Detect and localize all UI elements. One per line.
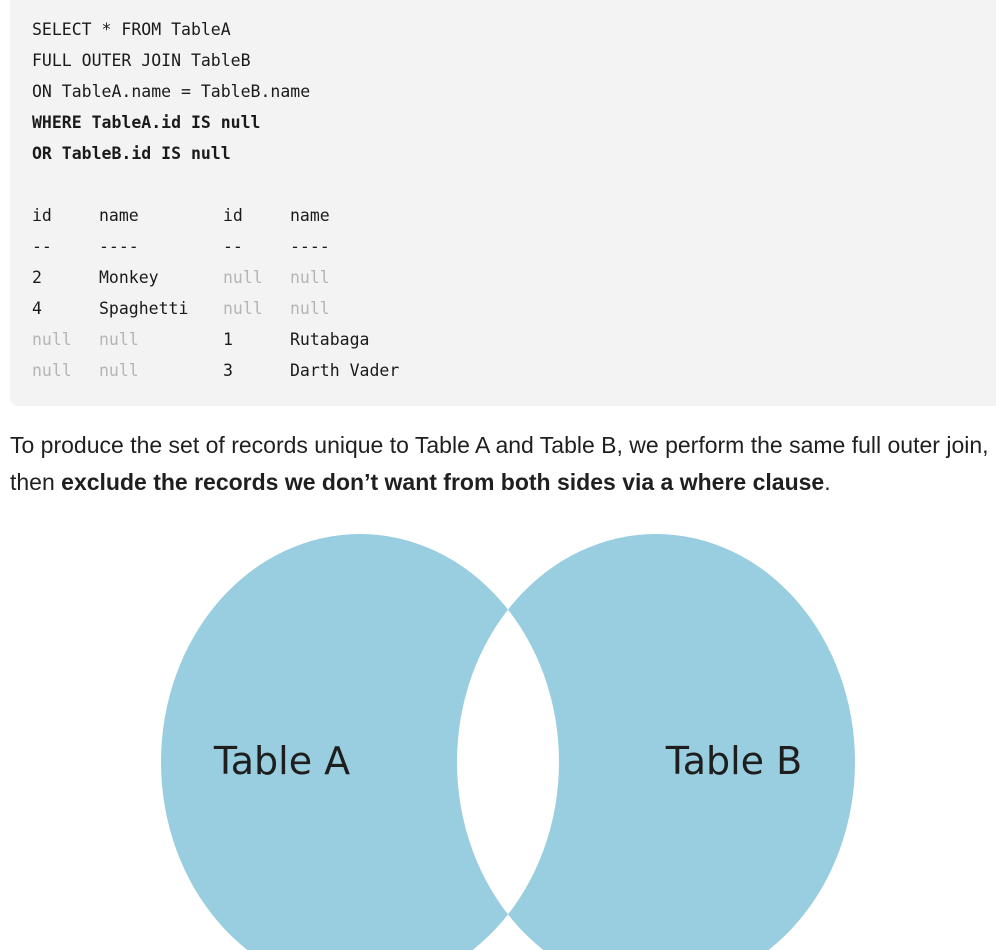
code-line: FULL OUTER JOIN TableB [32, 51, 251, 70]
header-cell: id [32, 206, 52, 225]
separator-cell: ---- [99, 237, 139, 256]
header-cell: name [99, 206, 139, 225]
result-cell: Spaghetti [99, 299, 189, 318]
code-line-or: OR TableB.id IS null [32, 144, 231, 163]
result-header-row: id name id name [32, 200, 996, 231]
code-blank-line [32, 169, 996, 200]
null-cell: null [290, 268, 330, 287]
null-cell: null [32, 361, 72, 380]
code-block: SELECT * FROM TableA FULL OUTER JOIN Tab… [10, 0, 996, 406]
explanation-tail: . [824, 469, 831, 495]
separator-cell: -- [223, 237, 243, 256]
code-line: ON TableA.name = TableB.name [32, 82, 311, 101]
null-cell: null [223, 268, 263, 287]
result-row: 2 Monkey null null [32, 262, 996, 293]
code-line-where: WHERE TableA.id IS null [32, 113, 261, 132]
explanation-lead: To produce the set of records unique to … [10, 432, 989, 495]
result-cell: 1 [223, 330, 233, 349]
explanation-paragraph: To produce the set of records unique to … [10, 427, 990, 501]
separator-cell: ---- [290, 237, 330, 256]
result-cell: 2 [32, 268, 42, 287]
code-line: SELECT * FROM TableA [32, 20, 231, 39]
null-cell: null [99, 361, 139, 380]
null-cell: null [99, 330, 139, 349]
result-cell: Rutabaga [290, 330, 370, 349]
result-cell: 3 [223, 361, 233, 380]
venn-label-b: Table B [665, 739, 802, 783]
header-cell: id [223, 206, 243, 225]
result-cell: 4 [32, 299, 42, 318]
venn-label-a: Table A [213, 739, 350, 783]
header-cell: name [290, 206, 330, 225]
result-separator-row: -- ---- -- ---- [32, 231, 996, 262]
null-cell: null [32, 330, 72, 349]
venn-circle-b [457, 534, 855, 950]
result-row: null null 1 Rutabaga [32, 324, 996, 355]
result-cell: Monkey [99, 268, 159, 287]
result-row: null null 3 Darth Vader [32, 355, 996, 386]
venn-circle-a [161, 534, 559, 950]
null-cell: null [290, 299, 330, 318]
separator-cell: -- [32, 237, 52, 256]
result-row: 4 Spaghetti null null [32, 293, 996, 324]
null-cell: null [223, 299, 263, 318]
result-cell: Darth Vader [290, 361, 400, 380]
venn-diagram: Table A Table B [161, 534, 855, 950]
explanation-emphasis: exclude the records we don’t want from b… [61, 469, 825, 495]
